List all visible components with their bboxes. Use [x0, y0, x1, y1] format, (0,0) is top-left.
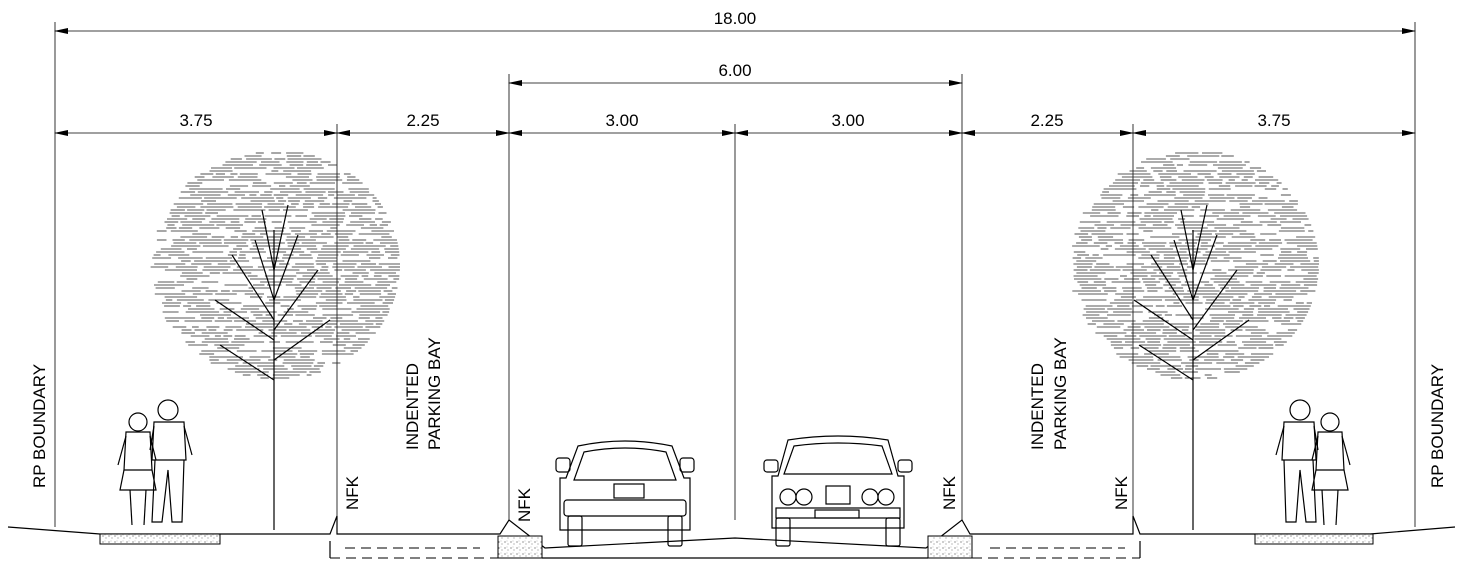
dimension-labels: 18.00 6.00 3.75 2.25 3.00 3.00 2.25 3.75: [179, 9, 1290, 130]
parking-bay-right-line1: INDENTED: [1028, 363, 1047, 450]
kerb-right: [927, 535, 973, 559]
rp-boundary-left: RP BOUNDARY: [30, 364, 49, 488]
dim-seg-3: 3.00: [605, 111, 638, 130]
dim-seg-1: 3.75: [179, 111, 212, 130]
parking-bay-left-line2: PARKING BAY: [425, 337, 444, 450]
car-front-icon: [763, 435, 913, 547]
footpath-slab-left: [99, 533, 221, 545]
rp-boundary-right: RP BOUNDARY: [1428, 364, 1447, 488]
tree-icon: [150, 152, 400, 530]
dim-overall: 18.00: [714, 9, 757, 28]
nfk-label-3: NFK: [940, 475, 959, 510]
vertical-labels: RP BOUNDARY RP BOUNDARY NFK NFK NFK NFK …: [30, 337, 1447, 522]
nfk-label-1: NFK: [343, 475, 362, 510]
dimension-lines: [54, 22, 1416, 527]
parking-bay-left-line1: INDENTED: [403, 363, 422, 450]
dim-seg-5: 2.25: [1030, 111, 1063, 130]
pedestrians-icon: [117, 399, 1351, 526]
parking-bay-right-line2: PARKING BAY: [1051, 337, 1070, 450]
tree-icon: [1072, 152, 1319, 530]
dim-seg-4: 3.00: [831, 111, 864, 130]
dim-carriageway: 6.00: [718, 61, 751, 80]
nfk-label-4: NFK: [1112, 475, 1131, 510]
ground-profile: [7, 515, 1456, 559]
kerb-left: [497, 535, 543, 559]
dim-seg-2: 2.25: [406, 111, 439, 130]
footpath-slab-right: [1254, 533, 1374, 545]
dim-seg-6: 3.75: [1257, 111, 1290, 130]
nfk-label-2: NFK: [515, 487, 534, 522]
car-rear-icon: [555, 440, 695, 547]
